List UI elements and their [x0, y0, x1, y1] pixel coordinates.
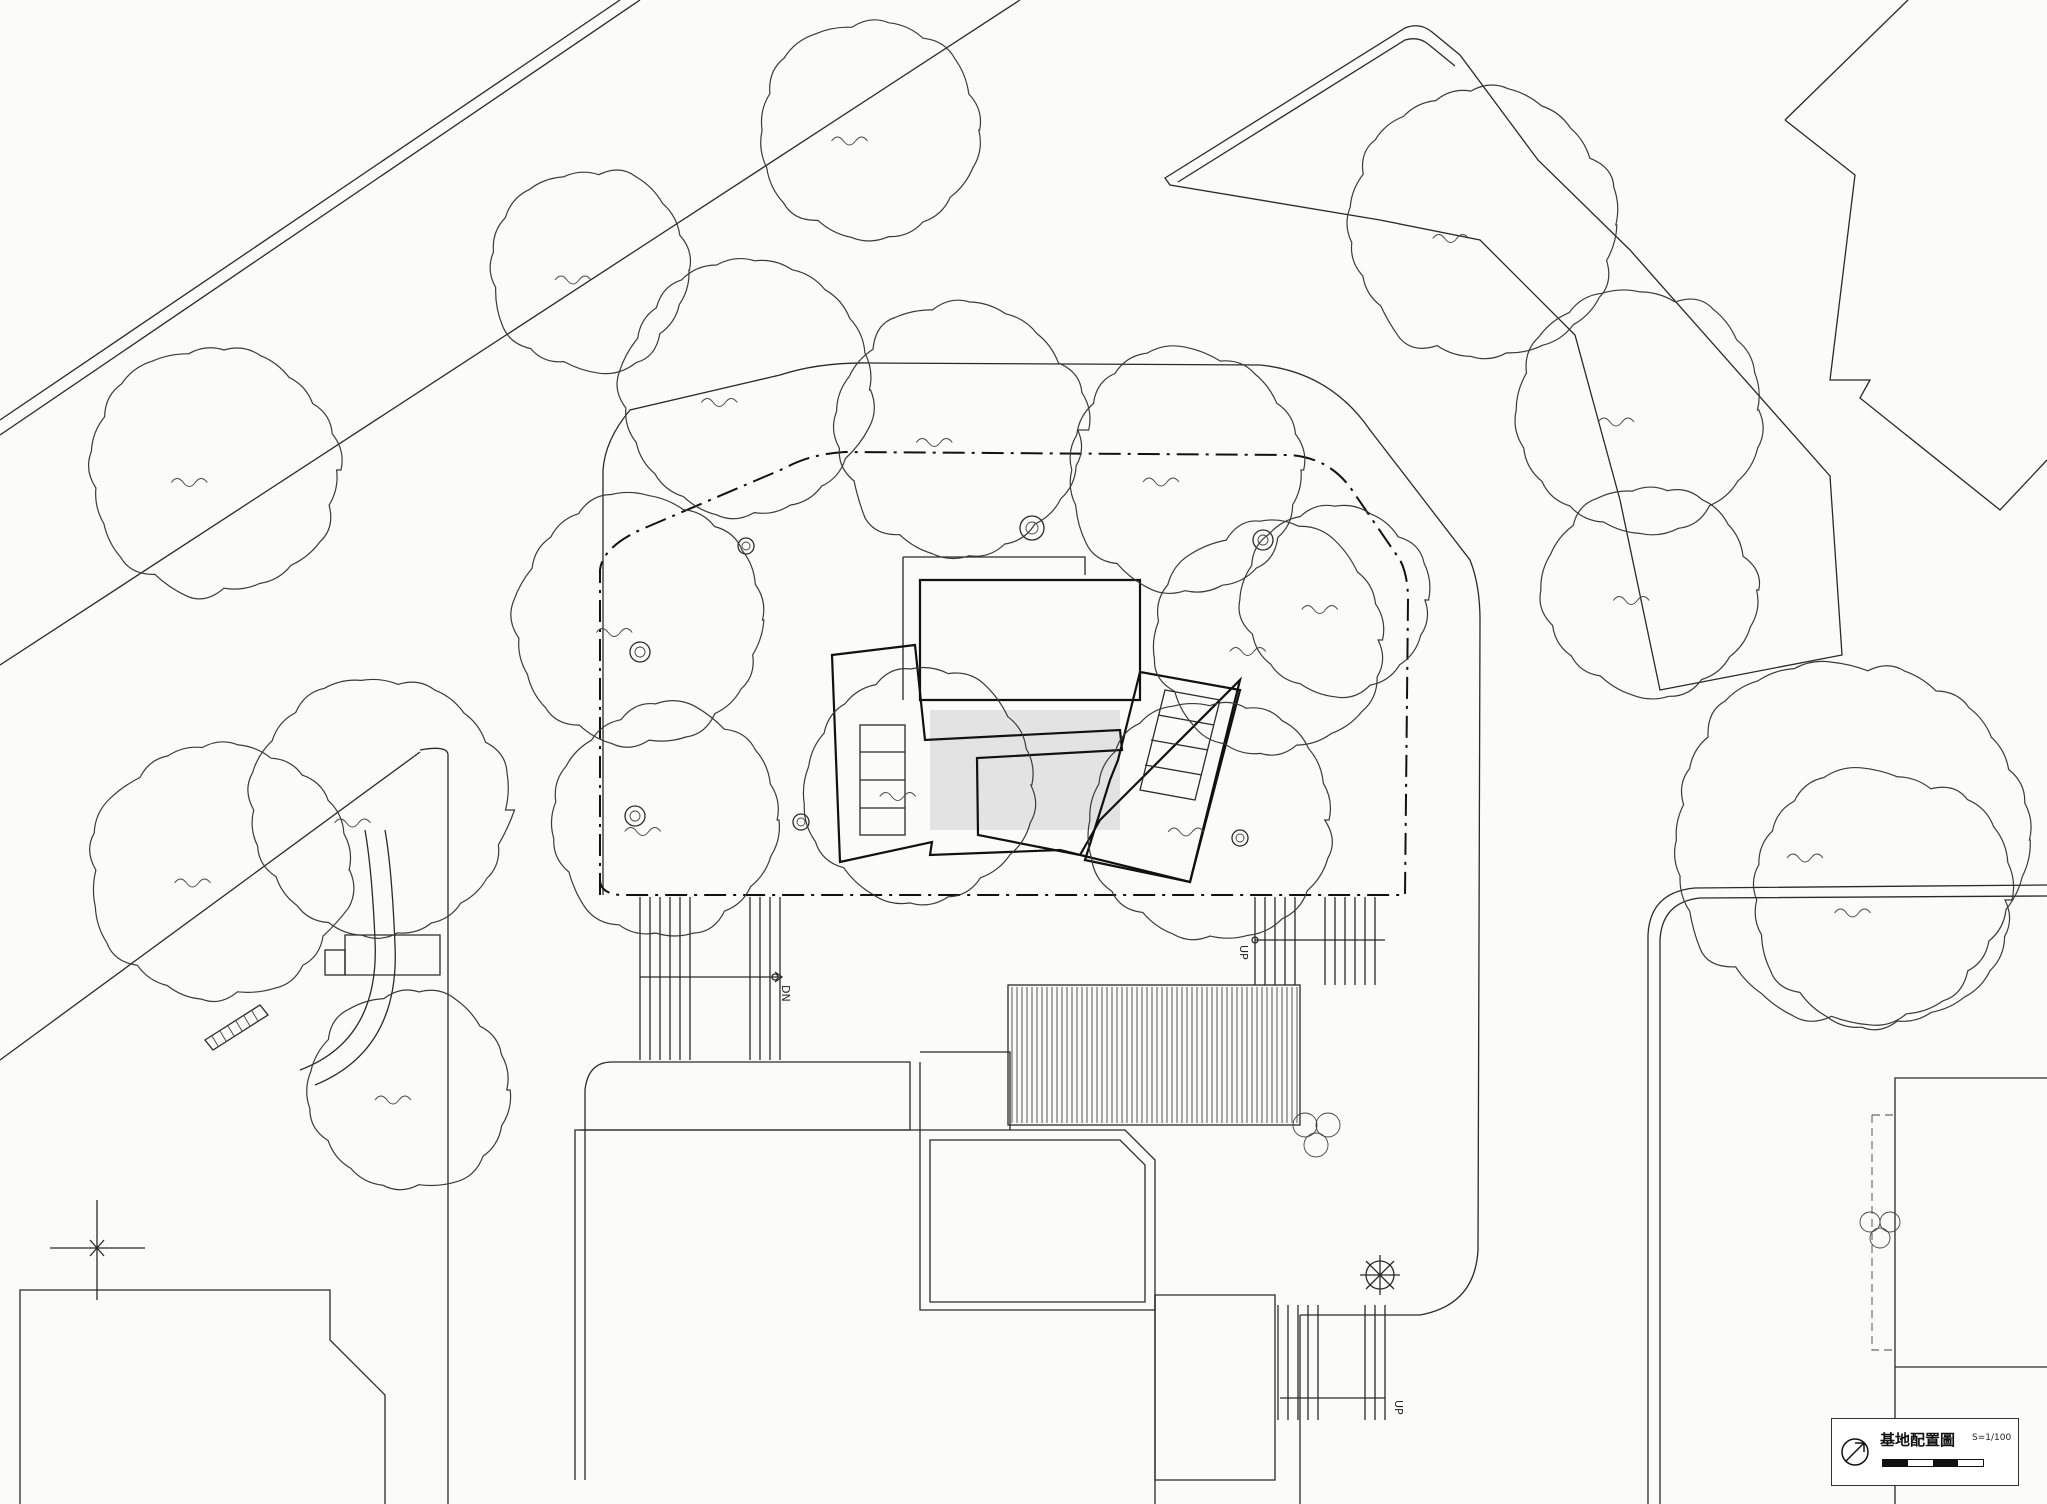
title-block: 基地配置圖 S=1/100 [1831, 1418, 2019, 1486]
drawing-scale: S=1/100 [1972, 1433, 2012, 1443]
tree-texture [1229, 647, 1267, 656]
tree-texture [1786, 853, 1824, 863]
tree-canopy [1752, 766, 2015, 1031]
compass-mark [50, 1200, 145, 1300]
north-arrow-icon [1841, 1438, 1869, 1466]
skylight-east [1139, 689, 1221, 801]
stair-south [1277, 1305, 1386, 1420]
tree-canopy [1069, 345, 1306, 595]
tree-texture [1167, 827, 1205, 837]
tree-canopy [802, 666, 1037, 906]
road-lines [0, 0, 1021, 1061]
tree-canopy [510, 491, 765, 748]
tree-texture [1432, 234, 1470, 243]
tree-canopy [1087, 701, 1333, 941]
site-boundary [599, 362, 1481, 1504]
tree-texture [334, 818, 371, 828]
tree-texture [700, 398, 738, 407]
planter-markers [624, 515, 1274, 847]
tree-texture [1597, 417, 1635, 427]
tree-texture [1142, 477, 1180, 487]
tree-canopy [616, 257, 875, 520]
tree-canopy [1346, 84, 1619, 360]
tree-texture [174, 878, 211, 888]
stair-west [639, 897, 784, 1060]
neighbor-building-north [1164, 0, 2047, 691]
tree-canopy [247, 678, 516, 939]
tree-texture [624, 827, 662, 836]
tree-texture [595, 628, 633, 637]
garden-path [204, 829, 441, 1086]
stair-south-label: UP [1392, 1400, 1405, 1415]
tree-canopy [1152, 519, 1385, 756]
tree-canopy [1539, 486, 1761, 700]
stair-east [1251, 897, 1385, 985]
tree-texture [1301, 605, 1339, 614]
tree-canopy [89, 741, 355, 1003]
scale-bar [1882, 1459, 1984, 1467]
tree-texture [831, 136, 868, 146]
house-footprint [830, 556, 1243, 884]
tree-canopy [1673, 660, 2032, 1026]
drawing-title: 基地配置圖 [1880, 1431, 1956, 1449]
tree-texture [554, 275, 592, 285]
neighbor-building-east [1647, 884, 2047, 1504]
tree-canopy [87, 347, 343, 600]
tree-canopy [1238, 504, 1431, 699]
tree-canopy [550, 700, 780, 937]
tree-texture [879, 792, 917, 801]
tree-canopy [1514, 289, 1764, 536]
deck [1007, 984, 1301, 1126]
neighbor-building-southwest [19, 747, 449, 1504]
tree-texture [1612, 596, 1650, 605]
tree-texture [170, 478, 208, 487]
lower-buildings [574, 1051, 1276, 1504]
stair-west-label: DN [779, 985, 792, 1002]
tree-texture [915, 438, 953, 447]
tree-texture [1834, 908, 1871, 918]
tree-canopy [489, 169, 692, 375]
skylight-west [859, 724, 906, 836]
tree-canopy [760, 19, 982, 242]
shrub-cluster [1292, 1112, 1400, 1295]
tree-canopies [87, 19, 2032, 1191]
tree-canopy [306, 989, 512, 1191]
tree-canopy [832, 299, 1091, 560]
stair-east-label: UP [1237, 945, 1250, 960]
tree-texture [374, 1095, 412, 1105]
